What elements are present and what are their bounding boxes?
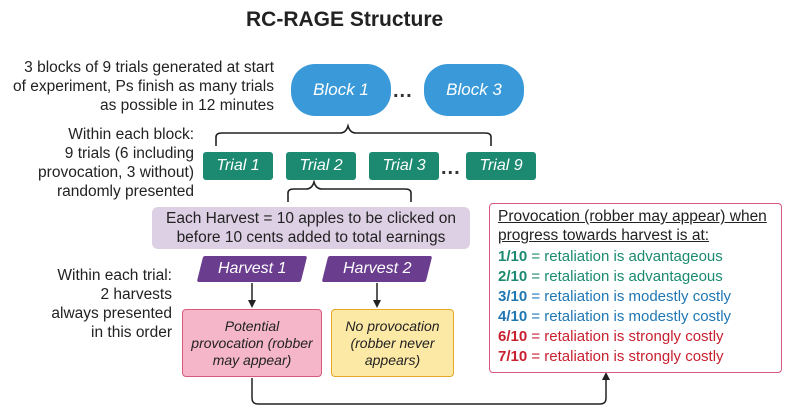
legend-row-text: = retaliation is strongly costly — [527, 348, 724, 365]
harvest-2-label: Harvest 2 — [342, 260, 412, 277]
block-brace — [215, 123, 492, 146]
potential-provocation-box: Potential provocation (robber may appear… — [182, 309, 322, 377]
harvest-2: Harvest 2 — [321, 256, 433, 282]
provocation-legend: Provocation (robber may appear) when pro… — [489, 203, 782, 373]
harvests-note-line: in this order — [91, 324, 172, 341]
legend-row-level: 7/10 — [498, 348, 528, 365]
trials-note-line: randomly presented — [57, 183, 194, 200]
trial-1: Trial 1 — [203, 152, 273, 180]
harvest-description-line: before 10 cents added to total earnings — [176, 229, 446, 246]
legend-title-line: Provocation (robber may appear) when — [498, 208, 767, 225]
block-3: Block 3 — [424, 64, 524, 116]
provocation-to-legend-connector — [251, 378, 607, 405]
harvest-1-label: Harvest 1 — [217, 260, 287, 277]
legend-arrowhead — [602, 372, 610, 380]
legend-row: 3/10 = retaliation is modestly costly — [498, 287, 731, 307]
trial-2: Trial 2 — [286, 152, 356, 180]
potential-provocation-line: Potential — [224, 317, 280, 334]
trial-9-label: Trial 9 — [479, 157, 523, 174]
legend-row: 2/10 = retaliation is advantageous — [498, 267, 731, 287]
blocks-note-line: 3 blocks of 9 trials generated at start — [24, 59, 274, 76]
trial-ellipsis: ... — [441, 157, 461, 179]
trials-note-line: provocation, 3 without) — [38, 164, 194, 181]
trials-note-line: Within each block: — [68, 126, 194, 143]
harvest-description-line: Each Harvest = 10 apples to be clicked o… — [166, 210, 456, 227]
harvests-note: Within each trial: 2 harvests always pre… — [6, 266, 172, 342]
harvest-description-box: Each Harvest = 10 apples to be clicked o… — [152, 207, 470, 249]
trial-3-label: Trial 3 — [382, 157, 426, 174]
blocks-note-line: of experiment, Ps finish as many trials — [12, 78, 274, 95]
legend-row: 1/10 = retaliation is advantageous — [498, 247, 731, 267]
legend-row-level: 6/10 — [498, 328, 528, 345]
legend-row: 6/10 = retaliation is strongly costly — [498, 327, 731, 347]
harvest2-arrowhead — [373, 300, 381, 308]
legend-row-text: = retaliation is advantageous — [527, 248, 723, 265]
harvest-1: Harvest 1 — [196, 256, 308, 282]
block-1: Block 1 — [291, 64, 391, 116]
block-ellipsis: ... — [393, 80, 413, 102]
legend-row: 4/10 = retaliation is modestly costly — [498, 307, 731, 327]
trial-3: Trial 3 — [369, 152, 439, 180]
harvests-note-line: always presented — [51, 305, 172, 322]
trials-note: Within each block: 9 trials (6 including… — [6, 125, 194, 201]
no-provocation-box: No provocation (robber never appears) — [331, 309, 454, 377]
blocks-note: 3 blocks of 9 trials generated at start … — [6, 58, 274, 115]
trial-2-label: Trial 2 — [299, 157, 343, 174]
legend-row-level: 4/10 — [498, 308, 528, 325]
potential-provocation-line: may appear) — [212, 351, 292, 368]
legend-row-text: = retaliation is advantageous — [527, 268, 723, 285]
legend-row-level: 1/10 — [498, 248, 528, 265]
harvests-note-line: 2 harvests — [100, 286, 172, 303]
legend-row-text: = retaliation is strongly costly — [527, 328, 724, 345]
harvests-note-line: Within each trial: — [57, 267, 172, 284]
no-provocation-line: (robber never — [350, 334, 435, 351]
trials-note-line: 9 trials (6 including — [64, 145, 194, 162]
block-1-label: Block 1 — [313, 80, 369, 99]
legend-row-level: 3/10 — [498, 288, 528, 305]
no-provocation-line: appears) — [364, 351, 421, 368]
legend-row-text: = retaliation is modestly costly — [527, 288, 732, 305]
harvest1-arrowhead — [248, 300, 256, 308]
legend-row-level: 2/10 — [498, 268, 528, 285]
legend-row-text: = retaliation is modestly costly — [527, 308, 732, 325]
no-provocation-line: No provocation — [345, 317, 440, 334]
potential-provocation-line: provocation (robber — [191, 334, 313, 351]
trial-1-label: Trial 1 — [216, 157, 260, 174]
block-3-label: Block 3 — [446, 80, 502, 99]
blocks-note-line: as possible in 12 minutes — [99, 97, 274, 114]
page-title: RC-RAGE Structure — [246, 8, 444, 31]
trial-brace — [287, 179, 412, 202]
legend-row: 7/10 = retaliation is strongly costly — [498, 347, 731, 367]
legend-title-line: progress towards harvest is at: — [498, 227, 710, 244]
trial-9: Trial 9 — [466, 152, 536, 180]
